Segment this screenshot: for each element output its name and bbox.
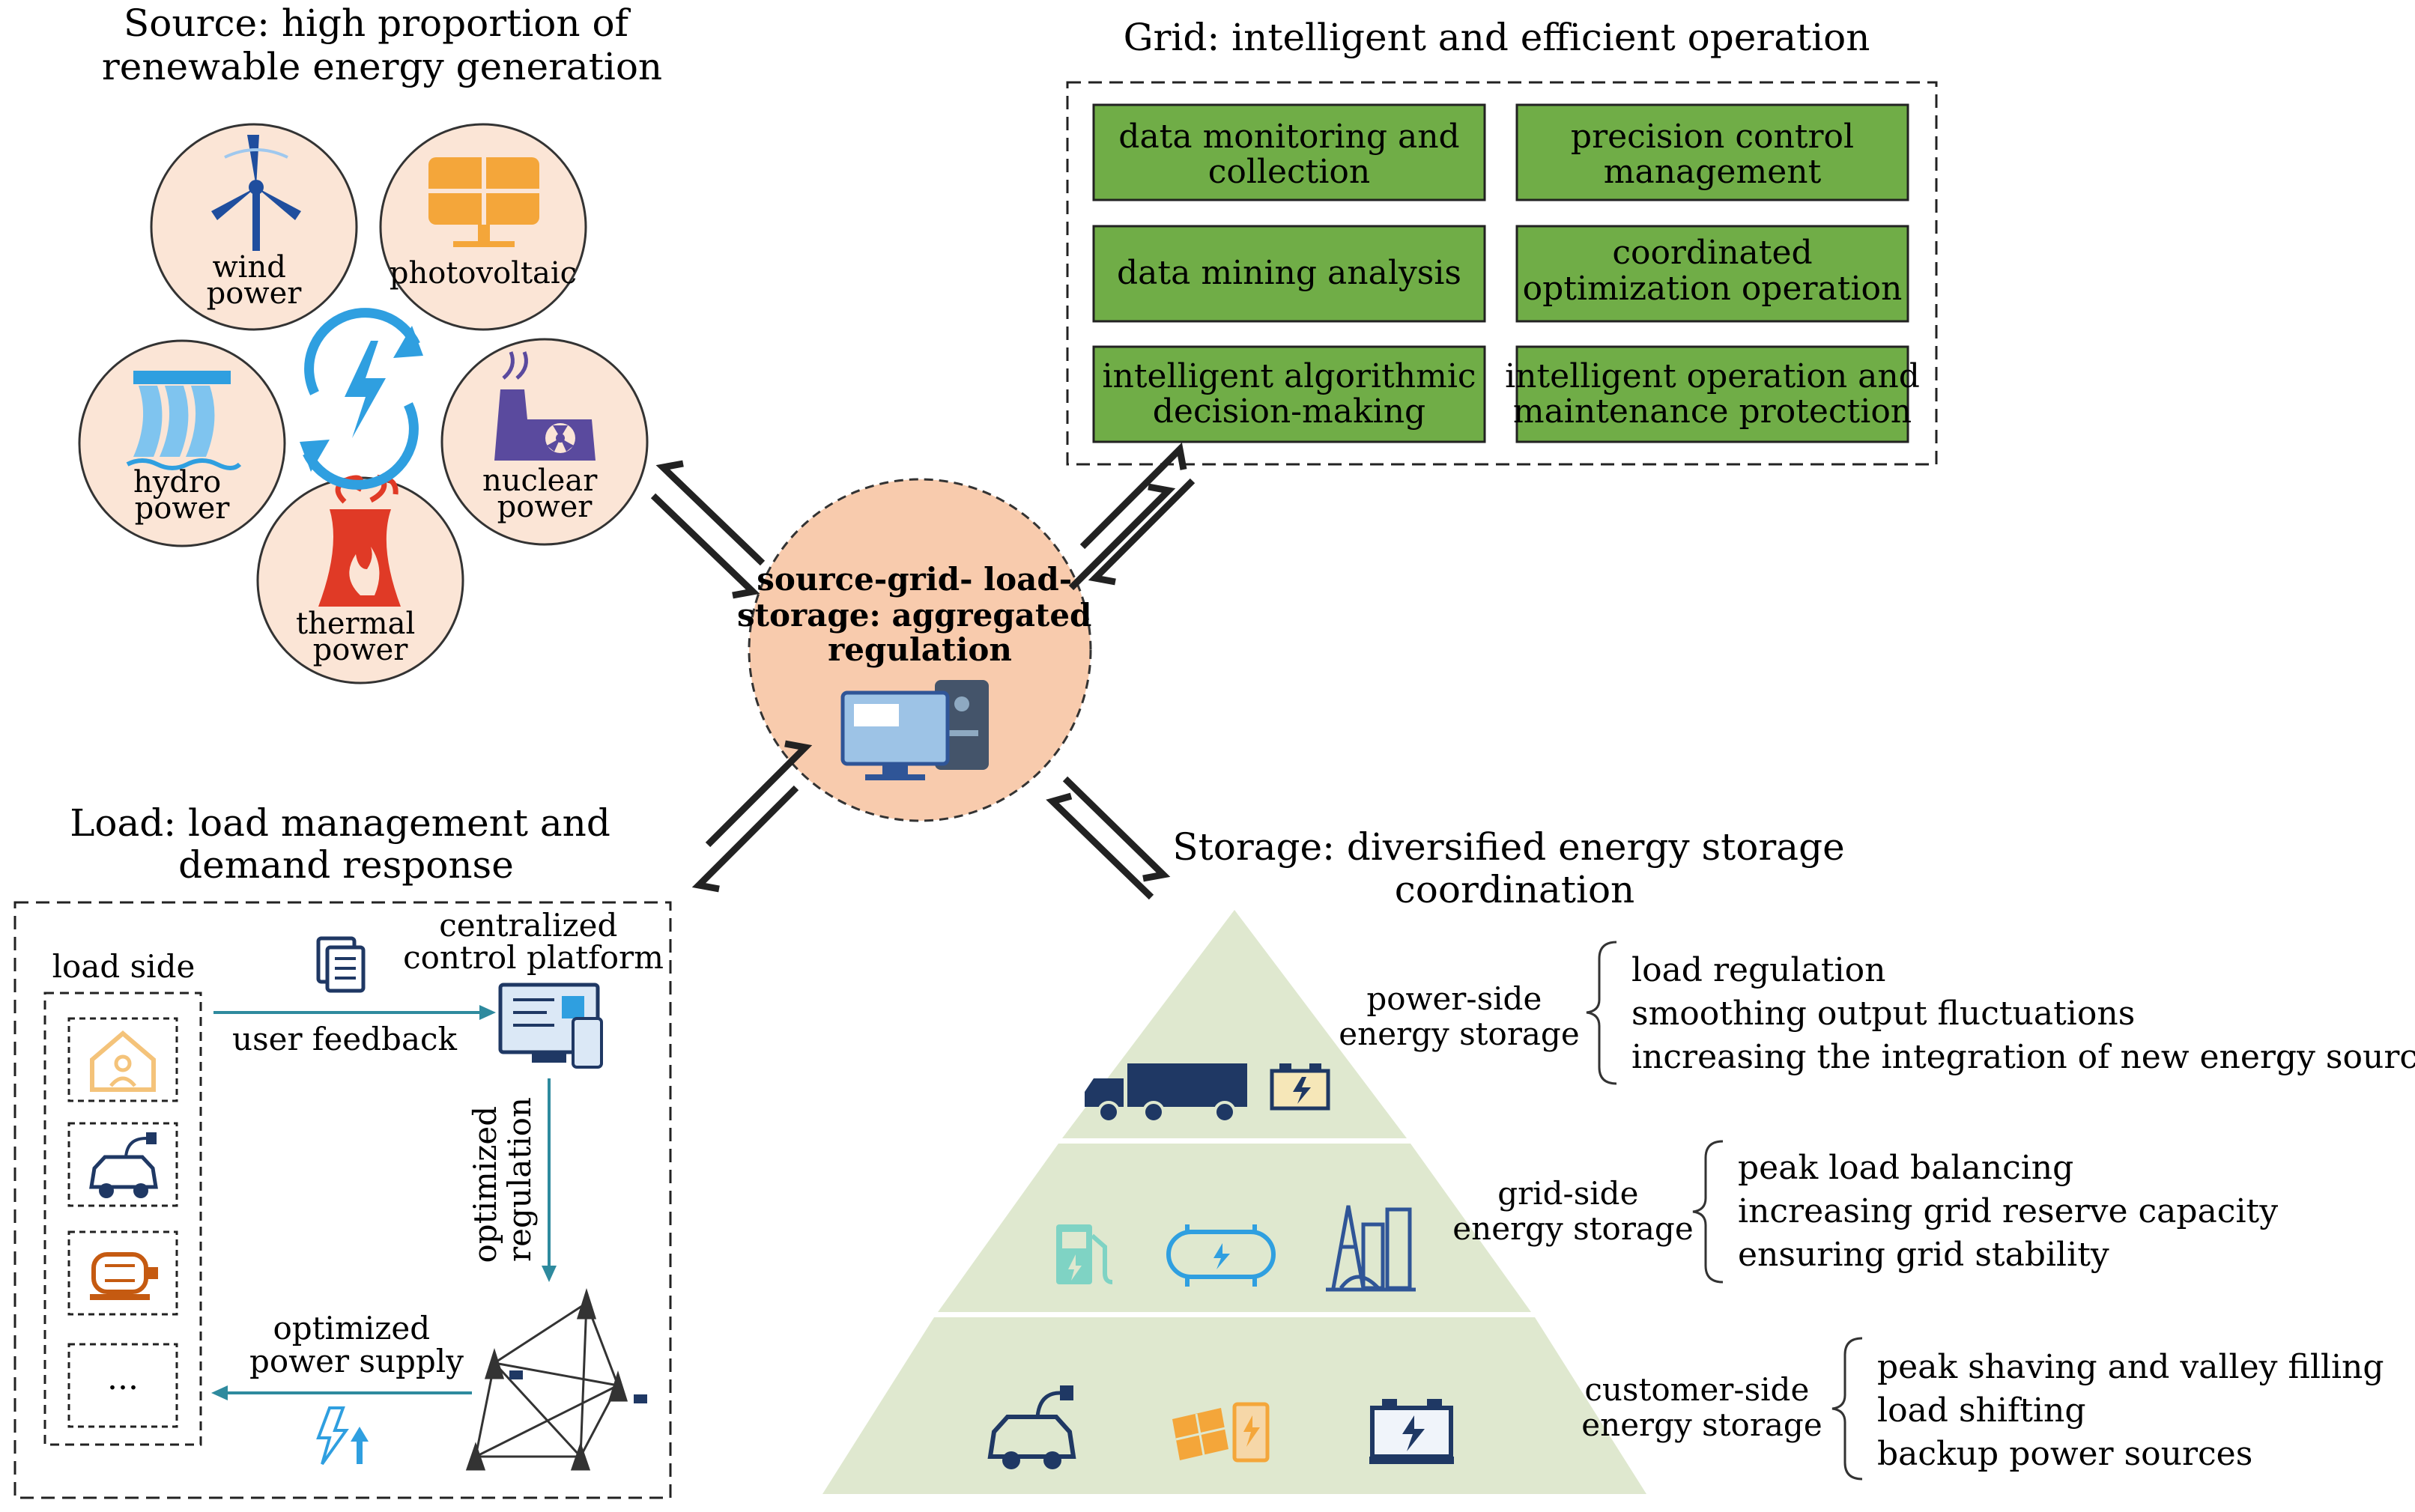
storage-title: Storage: diversified energy storage coor… [1172,825,1856,911]
source-section: Source: high proportion of renewable ene… [78,1,662,684]
svg-text:hydro power: hydro power [133,465,231,526]
solar-panel-icon [1172,1402,1270,1463]
user-feedback-label: user feedback [232,1021,457,1057]
battery-icon [1270,1063,1330,1111]
house-icon [67,1017,178,1102]
platform-label: centralized control platform [403,907,664,976]
svg-text:thermal power: thermal power [296,607,425,667]
hydro-dam-icon [126,371,242,470]
document-icon [316,936,366,993]
solar-panel-icon [428,157,539,247]
refinery-icon [1326,1205,1416,1292]
thermal-plant-icon [318,474,401,607]
ev-icon [987,1385,1076,1469]
center-label: source-grid- load- storage: aggregated r… [737,561,1103,668]
center-hub: source-grid- load- storage: aggregated r… [737,478,1103,822]
brace [1586,941,1863,1481]
source-center-arrow [650,460,766,599]
svg-text:photovoltaic: photovoltaic [390,256,577,291]
source-title: Source: high proportion of renewable ene… [102,1,662,88]
nuclear-plant-icon [494,351,596,461]
storage-tier-label: power-side energy storage [1339,980,1579,1052]
truck-icon [1085,1063,1247,1123]
load-center-arrow [691,740,813,893]
grid-dashed-frame [1066,81,1938,466]
load-side-frame [43,992,202,1446]
load-side-label: load side [52,948,196,985]
source-thermal-circle: thermal power [256,474,464,684]
svg-text:data mining analysis: data mining analysis [1117,254,1461,292]
grid-center-arrow [1068,442,1196,591]
storage-tier-label: grid-side energy storage [1452,1175,1693,1247]
svg-text:...: ... [107,1359,139,1397]
motor-icon [67,1230,178,1316]
source-wind-circle: wind power [150,123,358,331]
battery-icon [1369,1399,1454,1464]
storage-role-list: load regulation smoothing output fluctua… [1631,951,2415,1076]
equilibrium-arrows [650,442,1196,900]
user-feedback-arrow [213,1005,496,1020]
storage-role-list: peak shaving and valley filling load shi… [1877,1348,2395,1473]
power-arrow-icon [316,1406,369,1466]
workstation-icon [498,983,603,1069]
source-nuclear-circle: nuclear power [440,338,649,546]
svg-text:nuclear power: nuclear power [482,464,607,524]
storage-role-list: peak load balancing increasing grid rese… [1738,1149,2288,1274]
grid-title: Grid: intelligent and efficient operatio… [1124,16,1870,59]
svg-text:wind power: wind power [207,250,303,311]
load-title: Load: load management and demand respons… [70,801,622,887]
wind-turbine-icon [211,135,301,251]
source-photovoltaic-circle: photovoltaic [379,123,587,331]
optimized-regulation-label: optimized regulation [467,1096,538,1263]
more-loads-placeholder: ... [67,1343,178,1428]
storage-tier-label: customer-side energy storage [1581,1371,1822,1443]
optimized-regulation-arrow [542,1078,557,1282]
storage-section: Storage: diversified energy storage coor… [822,825,2415,1494]
cycle-lightning-icon [300,308,423,490]
load-dashed-frame [13,901,672,1499]
transmission-tower-icon [465,1287,647,1471]
charging-station-icon [1056,1224,1113,1284]
computer-server-icon [840,680,989,780]
optimized-power-supply-label: optimized power supply [249,1310,464,1379]
grid-section: Grid: intelligent and efficient operatio… [1066,16,1938,466]
optimized-power-supply-arrow [211,1385,472,1400]
tank-icon [1166,1224,1276,1287]
source-hydro-circle: hydro power [78,339,286,547]
grid-box: data mining analysis [1092,225,1486,323]
load-section: Load: load management and demand respons… [13,801,672,1499]
ev-icon [67,1122,178,1207]
storage-center-arrow [1046,776,1171,900]
